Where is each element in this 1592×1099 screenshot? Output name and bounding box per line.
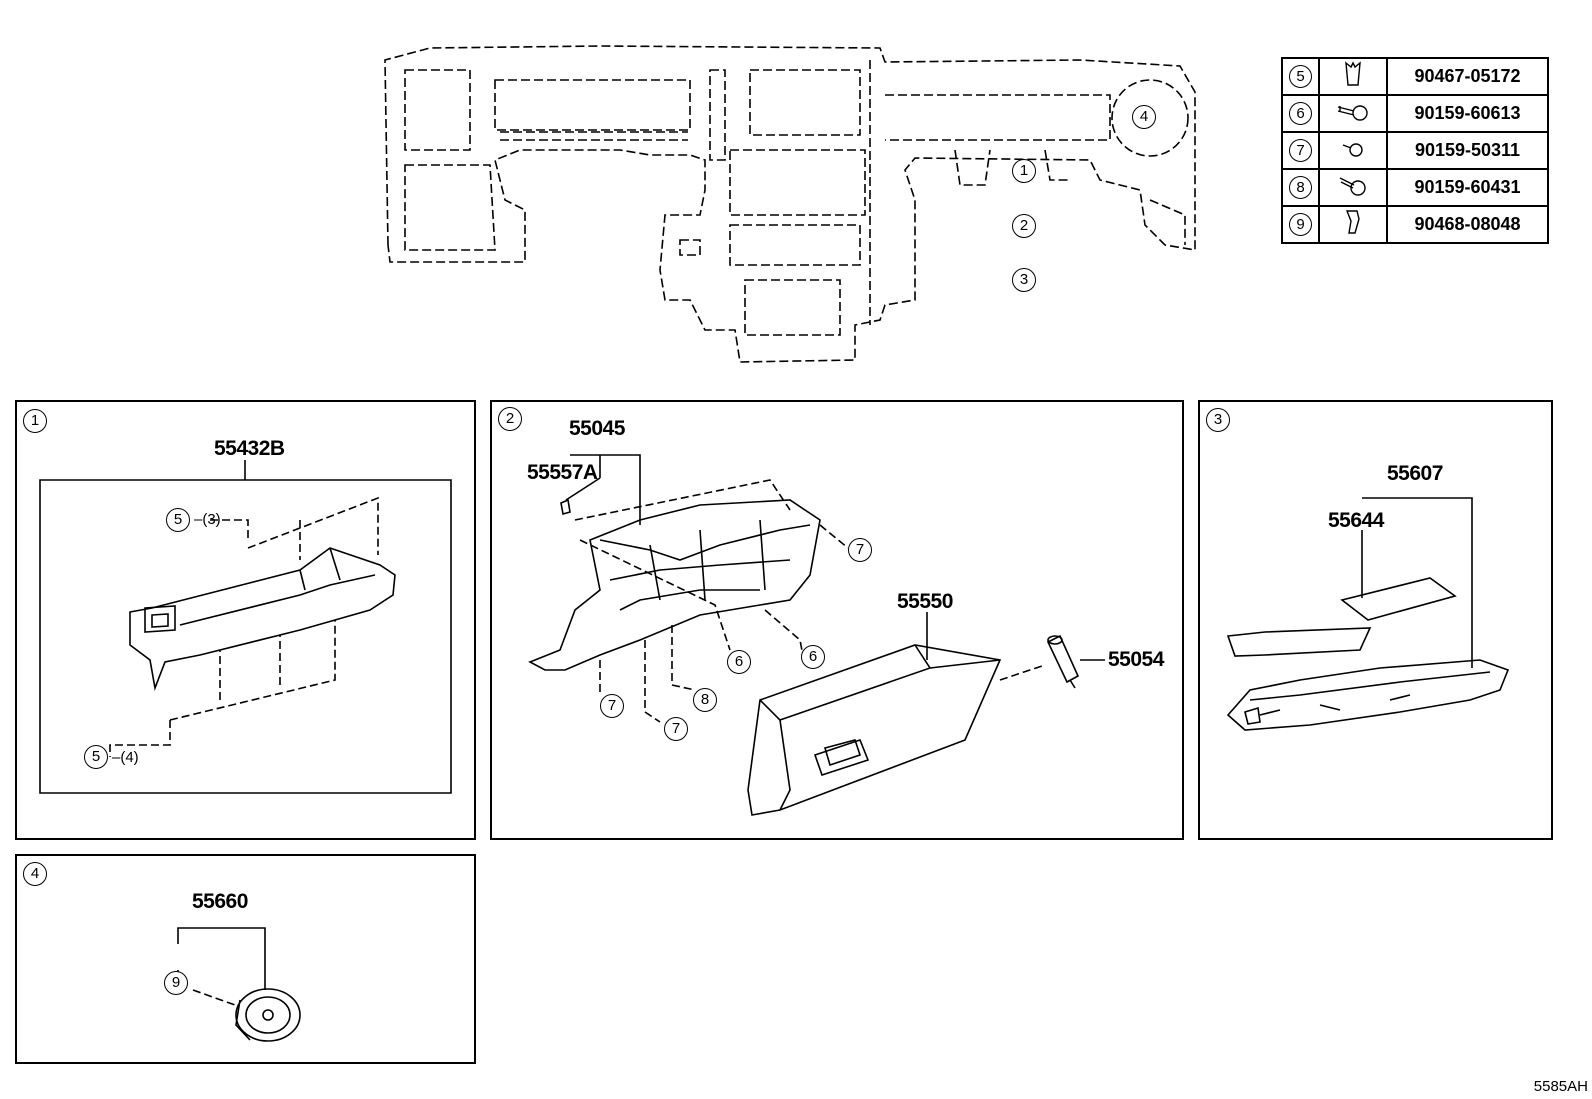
glovebox-housing-art: [528, 499, 821, 671]
pad-art: [1226, 577, 1457, 657]
quantity-value: (3): [202, 511, 221, 528]
callout-3[interactable]: 3: [1012, 268, 1036, 292]
glovebox-housing-dashed: [574, 479, 1046, 723]
ref-number: 7: [1289, 139, 1312, 162]
part-label-55644[interactable]: 55644: [1328, 509, 1384, 532]
ref-callout[interactable]: 7: [664, 717, 688, 741]
glovebox-leaders: [565, 454, 641, 525]
diagram-code: 5585AH: [1533, 1078, 1588, 1095]
callout-2[interactable]: 2: [1012, 214, 1036, 238]
table-row: 6 90159-60613: [1281, 94, 1549, 133]
table-row: 7 90159-50311: [1281, 131, 1549, 170]
ref-callout[interactable]: 6: [727, 650, 751, 674]
screw-icon: [1339, 177, 1366, 196]
part-label-55045[interactable]: 55045: [569, 417, 625, 440]
damper-art: [1046, 634, 1080, 689]
ref-callout[interactable]: 5: [166, 508, 190, 532]
part-number[interactable]: 90159-50311: [1386, 131, 1549, 170]
part-label-55432B[interactable]: 55432B: [214, 437, 285, 460]
table-row: 9 90468-08048: [1281, 205, 1549, 244]
ref-number: 6: [1289, 102, 1312, 125]
panel-number: 1: [23, 409, 47, 433]
quantity-label: –(4): [112, 749, 139, 766]
panel-number: 3: [1206, 408, 1230, 432]
clip-icon: [1345, 61, 1361, 86]
part-number[interactable]: 90159-60431: [1386, 168, 1549, 207]
upper-cover-art: [129, 547, 396, 691]
panel-number: 4: [23, 862, 47, 886]
dashboard-overview-art: [384, 45, 1196, 363]
ref-number: 5: [1289, 65, 1312, 88]
ref-callout[interactable]: 7: [600, 694, 624, 718]
panel1-inner-frame: [39, 479, 452, 794]
lower-panel-art: [1226, 659, 1510, 731]
part-label-55607[interactable]: 55607: [1387, 462, 1443, 485]
clip-icon: [1345, 210, 1360, 234]
upper-cover-leaders: [109, 496, 379, 757]
callout-1[interactable]: 1: [1012, 159, 1036, 183]
panel-number: 2: [498, 407, 522, 431]
switch-art: [235, 988, 301, 1042]
panel-switch: [15, 854, 476, 1064]
panel-lower-panel: [1198, 400, 1553, 840]
ref-callout[interactable]: 8: [693, 688, 717, 712]
part-label-55550[interactable]: 55550: [897, 590, 953, 613]
screw-icon: [1337, 105, 1368, 121]
glovebox-door-art: [747, 644, 1002, 816]
table-row: 5 90467-05172: [1281, 57, 1549, 96]
parts-table: 5 90467-05172 6 90159-60613 7 90159-5031…: [1281, 57, 1549, 244]
part-number[interactable]: 90468-08048: [1386, 205, 1549, 244]
panel-glove-box: [490, 400, 1184, 840]
ref-number: 9: [1289, 213, 1312, 236]
callout-4[interactable]: 4: [1132, 105, 1156, 129]
table-row: 8 90159-60431: [1281, 168, 1549, 207]
ref-callout[interactable]: 9: [164, 971, 188, 995]
lower-panel-leaders: [1361, 497, 1473, 668]
part-label-55557A[interactable]: 55557A: [527, 461, 598, 484]
quantity-value: (4): [120, 749, 139, 766]
part-label-55054[interactable]: 55054: [1108, 648, 1164, 671]
part-number[interactable]: 90159-60613: [1386, 94, 1549, 133]
part-number[interactable]: 90467-05172: [1386, 57, 1549, 96]
part-label-55660[interactable]: 55660: [192, 890, 248, 913]
ref-callout[interactable]: 5: [84, 745, 108, 769]
ref-callout[interactable]: 6: [801, 645, 825, 669]
panel-upper-cover: [15, 400, 476, 840]
quantity-label: –(3): [194, 511, 221, 528]
screw-icon: [1342, 143, 1363, 157]
ref-callout[interactable]: 7: [848, 538, 872, 562]
bulb-art: [560, 498, 571, 516]
ref-number: 8: [1289, 176, 1312, 199]
